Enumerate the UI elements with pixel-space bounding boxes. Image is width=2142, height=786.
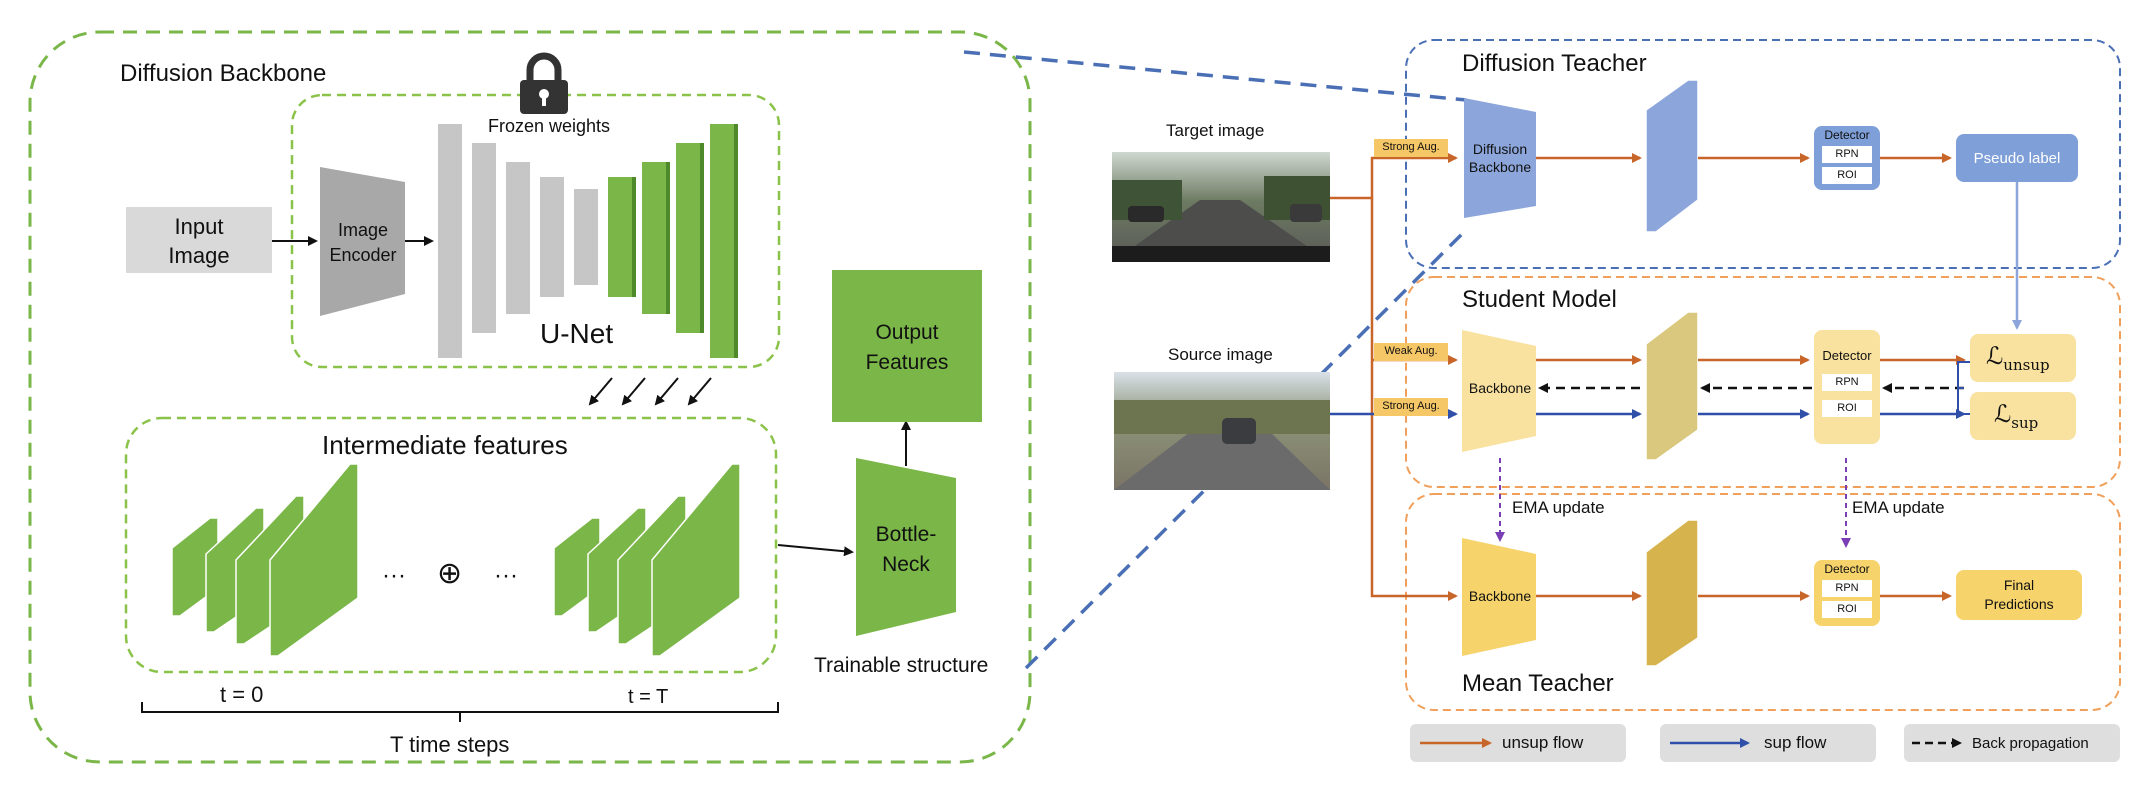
dt-detector-label: Detector	[1824, 128, 1870, 142]
st-detector-label: Detector	[1822, 348, 1872, 363]
legend-unsup-label: unsup flow	[1502, 733, 1584, 752]
diffusion-backbone-panel	[28, 30, 1032, 764]
l-sup-base: ℒ	[1994, 400, 2012, 428]
input-image-line-2: Image	[168, 243, 230, 268]
pseudo-label-text: Pseudo label	[1973, 150, 2061, 167]
t-end-label: t = T	[628, 686, 669, 708]
student-backbone-label: Backbone	[1468, 380, 1532, 396]
l-unsup-sub: unsup	[2003, 355, 2050, 374]
unet-bars	[438, 124, 738, 358]
target-image	[1112, 152, 1330, 262]
l-sup-label: ℒsup	[1994, 400, 2038, 432]
diffusion-backbone-title: Diffusion Backbone	[120, 60, 327, 87]
image-encoder-label: Image Encoder	[318, 218, 408, 268]
output-features-line-1: Output	[875, 321, 939, 344]
pseudo-label-box	[1956, 134, 2078, 182]
unsup-trunk	[1330, 153, 1458, 601]
weak-aug-text: Weak Aug.	[1384, 345, 1438, 357]
mt-detector-label: Detector	[1824, 562, 1870, 576]
student-backbone-shape	[1462, 330, 1536, 452]
diffusion-backbone-shape	[1464, 98, 1536, 218]
bottleneck-label: Bottle- Neck	[856, 520, 956, 580]
source-image-label: Source image	[1168, 345, 1273, 364]
diffusion-backbone-label: Diffusion Backbone	[1462, 140, 1538, 176]
t-start-label: t = 0	[220, 682, 264, 707]
output-features-box	[832, 270, 982, 422]
feature-maps-t0	[171, 463, 359, 657]
unet-label: U-Net	[540, 318, 614, 349]
l-unsup-box	[1970, 334, 2076, 382]
mean-backbone-label: Backbone	[1468, 588, 1532, 604]
weak-aug-tag	[1374, 343, 1448, 361]
image-encoder-shape	[320, 167, 405, 316]
features-to-bottleneck-arrow	[777, 544, 854, 557]
dt-roi-label: ROI	[1837, 169, 1857, 181]
bottleneck-shape	[856, 458, 956, 636]
trainable-structure-label: Trainable structure	[814, 654, 989, 677]
image-encoder-line-2: Encoder	[329, 245, 397, 265]
zoom-connector-top	[963, 50, 1467, 102]
legend-backprop-box	[1904, 724, 2120, 762]
diffusion-backbone-line-1: Diffusion	[1472, 141, 1528, 157]
strong-aug-teacher-text: Strong Aug.	[1382, 141, 1440, 153]
target-image-label: Target image	[1166, 121, 1265, 140]
bottleneck-line-2: Neck	[882, 553, 930, 576]
frozen-weights-label: Frozen weights	[488, 116, 611, 136]
lock-icon	[520, 52, 568, 114]
mt-roi-label: ROI	[1837, 603, 1857, 615]
source-image	[1114, 372, 1330, 490]
dt-rpn-label: RPN	[1835, 148, 1859, 160]
image-encoder-line-1: Image	[337, 220, 389, 240]
output-features-label: Output Features	[832, 318, 982, 378]
strong-aug-tag-teacher	[1374, 139, 1448, 157]
ellipsis-left: ···	[382, 562, 406, 589]
st-feature-map	[1645, 311, 1699, 461]
mean-teacher-panel	[1405, 493, 2121, 711]
l-sup-box	[1970, 392, 2076, 440]
l-sup-sub: sup	[2011, 413, 2039, 432]
final-predictions-line-2: Predictions	[1984, 596, 2054, 612]
intermediate-features-title: Intermediate features	[322, 430, 568, 460]
final-predictions-label: Final Predictions	[1956, 576, 2082, 614]
st-roi-label: ROI	[1837, 402, 1857, 414]
time-steps-label: T time steps	[390, 732, 510, 757]
feature-maps-tT	[553, 463, 741, 657]
l-unsup-base: ℒ	[1986, 342, 2004, 370]
output-features-line-2: Features	[865, 351, 949, 374]
intermediate-features-box	[124, 416, 778, 674]
dt-feature-map	[1645, 79, 1699, 233]
bottleneck-line-1: Bottle-	[875, 523, 937, 546]
time-steps-bracket	[141, 702, 779, 722]
student-model-title: Student Model	[1462, 286, 1617, 313]
student-model-panel	[1405, 276, 2121, 488]
oplus-symbol: ⊕	[437, 557, 463, 590]
final-predictions-line-1: Final	[2003, 577, 2035, 593]
strong-aug-student-text: Strong Aug.	[1382, 400, 1440, 412]
diffusion-teacher-title: Diffusion Teacher	[1462, 50, 1647, 77]
strong-aug-tag-student	[1374, 398, 1448, 416]
mt-feature-map	[1645, 519, 1699, 667]
mean-teacher-title: Mean Teacher	[1462, 670, 1614, 697]
legend-unsup-box	[1410, 724, 1626, 762]
final-predictions-box	[1956, 570, 2082, 620]
mean-backbone-shape	[1462, 538, 1536, 656]
st-rpn-label: RPN	[1835, 376, 1859, 388]
ema-update-label-left: EMA update	[1512, 498, 1605, 517]
diffusion-backbone-line-2: Backbone	[1468, 159, 1532, 175]
input-image-label: Input Image	[126, 212, 272, 270]
legend-sup-label: sup flow	[1764, 733, 1827, 752]
unet-to-features-arrows	[588, 377, 712, 406]
ellipsis-right: ···	[494, 562, 518, 589]
legend-backprop-label: Back propagation	[1972, 735, 2089, 752]
legend-sup-box	[1660, 724, 1876, 762]
ema-update-label-right: EMA update	[1852, 498, 1945, 517]
loss-bracket	[1957, 361, 1970, 415]
l-unsup-label: ℒunsup	[1986, 342, 2050, 374]
input-image-line-1: Input	[174, 214, 224, 239]
input-image-box	[126, 207, 272, 273]
mt-rpn-label: RPN	[1835, 582, 1859, 594]
